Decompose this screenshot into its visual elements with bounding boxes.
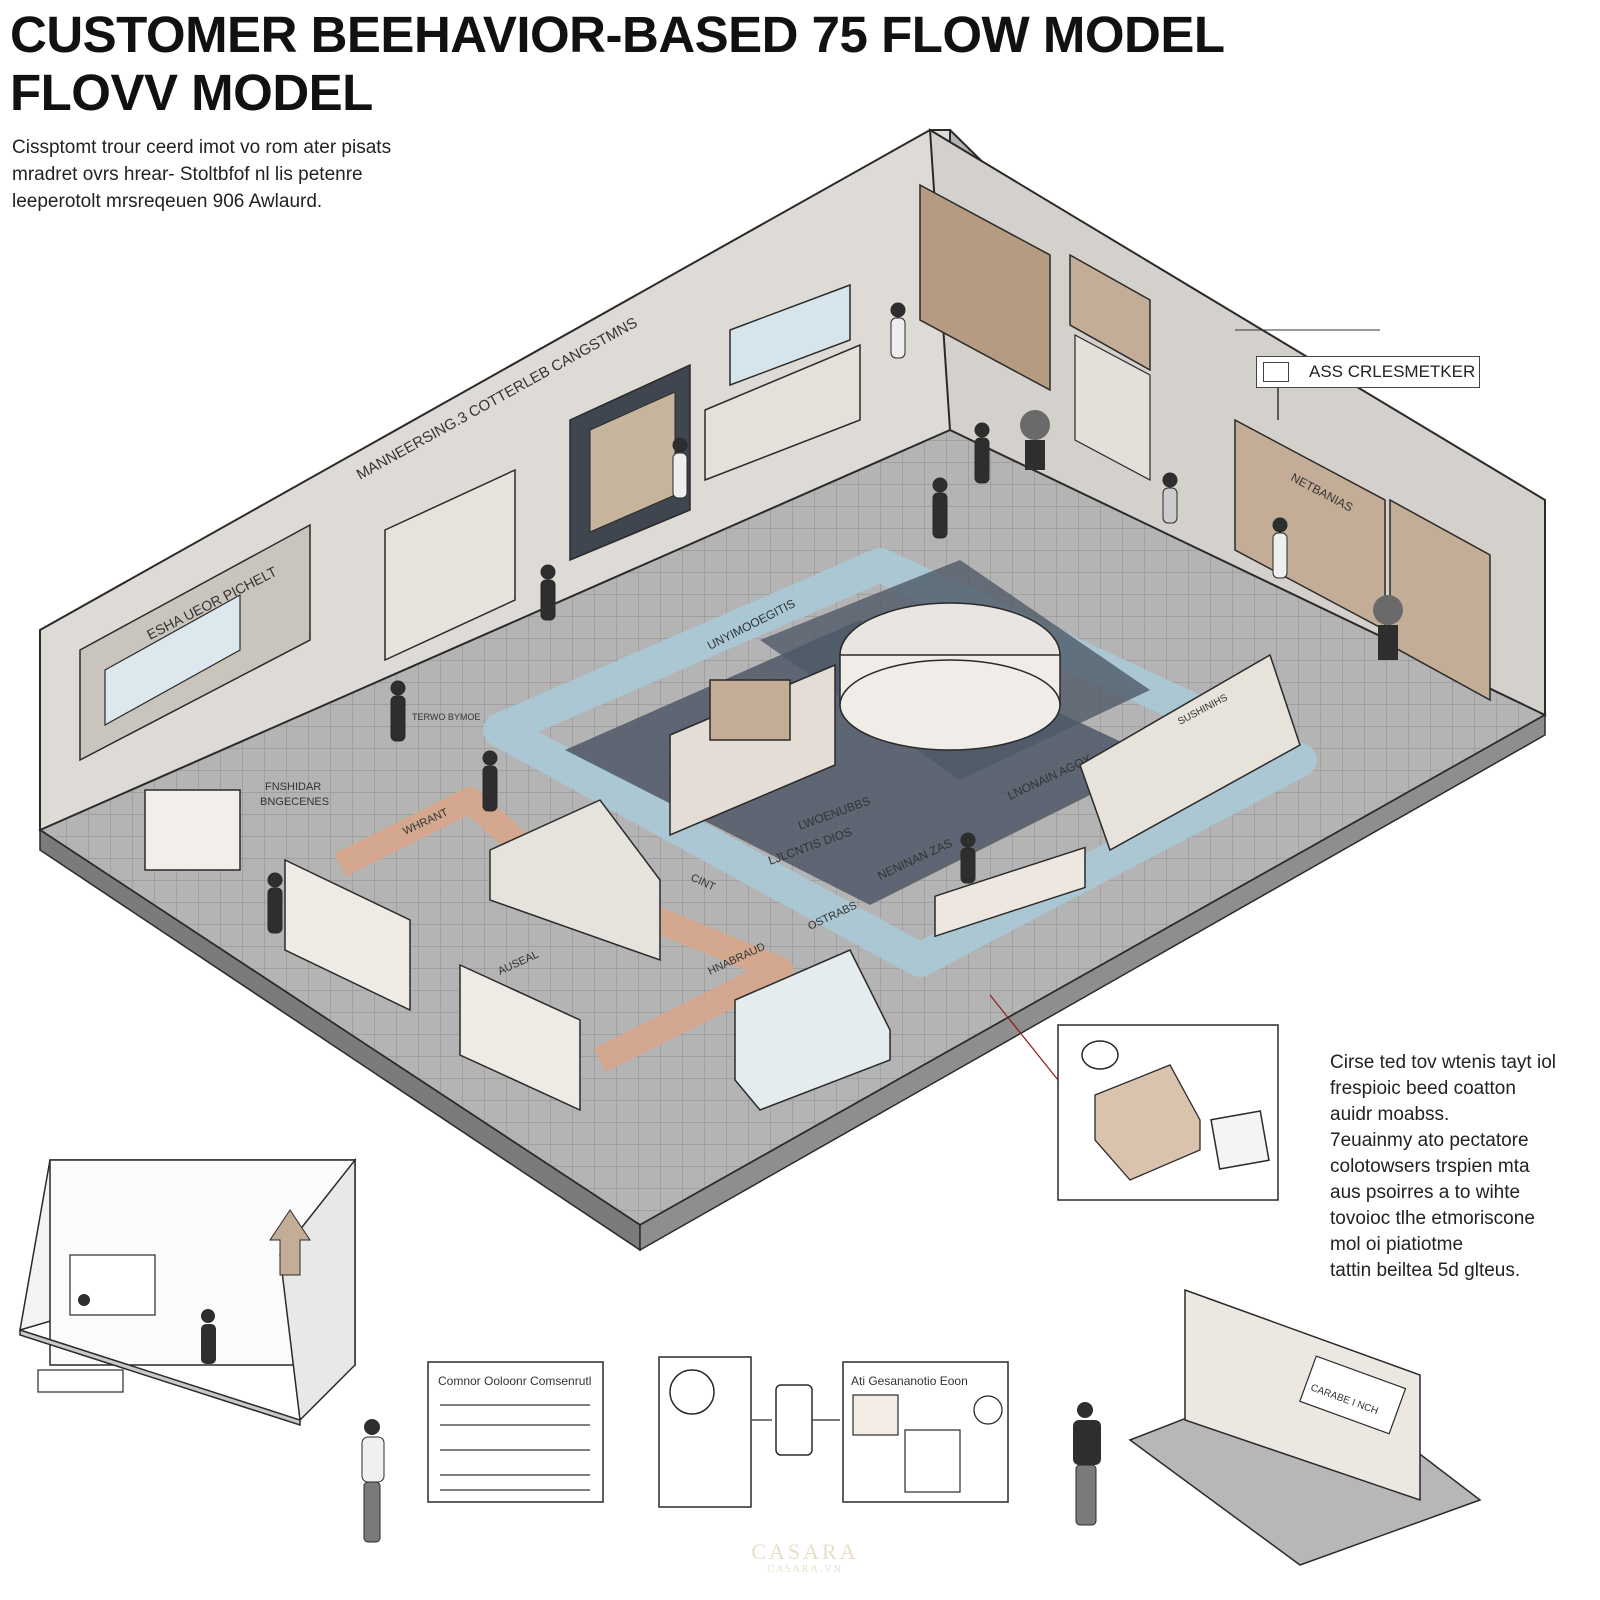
bottom-panel-1 bbox=[427, 1361, 604, 1503]
right-table bbox=[934, 846, 1086, 938]
side-note-line-9: tattin beiltea 5d glteus. bbox=[1330, 1260, 1521, 1281]
panel-2-icon-box bbox=[852, 1394, 899, 1436]
right-wall-shelf-1 bbox=[919, 183, 1051, 392]
callout-icon bbox=[1263, 362, 1289, 382]
back-screen bbox=[729, 283, 851, 387]
right-display-board bbox=[1079, 653, 1301, 852]
right-wall-door bbox=[1074, 334, 1151, 481]
annotation-left: FNSHIDAR bbox=[265, 781, 321, 793]
mini-room-person-1-body bbox=[201, 1324, 216, 1364]
annotation-left-2: BNGECENES bbox=[260, 796, 329, 808]
customer-figures bbox=[267, 302, 1288, 934]
central-monitor bbox=[709, 679, 791, 741]
front-display-counter bbox=[489, 799, 661, 962]
plant-pot-2 bbox=[1378, 625, 1398, 660]
back-cabinet-1 bbox=[384, 468, 516, 662]
phone-icon bbox=[775, 1384, 813, 1456]
walking-person-body bbox=[361, 1436, 385, 1483]
intro-paragraph: Cissptomt trour ceerd imot vo rom ater p… bbox=[12, 134, 492, 215]
inset-leader bbox=[989, 994, 1059, 1081]
title-line-1: CUSTOMER BEEHAVIOR-BASED 75 FLOW MODEL bbox=[10, 6, 1225, 63]
watermark-sub: CASARA.VN bbox=[767, 1564, 843, 1575]
bottom-panel-2-title: Ati Gesananotio Eoon bbox=[851, 1374, 968, 1388]
side-note-line-3: auidr moabss. bbox=[1330, 1104, 1450, 1125]
blue-flow-path bbox=[483, 548, 1317, 977]
side-note-line-7: tovoioc tlhe etmoriscone bbox=[1330, 1208, 1535, 1229]
intro-line-3: leeperotolt mrsreqeuen 906 Awlaurd. bbox=[12, 191, 323, 212]
walking-person-head bbox=[364, 1419, 380, 1435]
plant-1 bbox=[1020, 410, 1050, 440]
right-wall-frame bbox=[1069, 253, 1151, 372]
exhibit-person-body bbox=[1073, 1420, 1101, 1465]
side-note-line-1: Cirse ted tov wtenis tayt iol bbox=[1330, 1052, 1556, 1073]
bottom-panel-1-rows bbox=[440, 1404, 590, 1491]
inset-icon bbox=[1081, 1040, 1119, 1070]
annotation-kiosk: TERWO BYMOE bbox=[412, 712, 480, 722]
left-kiosk bbox=[144, 789, 241, 871]
bottom-panel-2a bbox=[658, 1356, 752, 1508]
magnifier-icon bbox=[669, 1369, 715, 1415]
side-note-line-8: mol oi piatiotme bbox=[1330, 1234, 1464, 1255]
front-glass-case bbox=[734, 949, 891, 1111]
front-shelf-mid bbox=[459, 963, 581, 1112]
side-note-line-4: 7euainmy ato pectatore bbox=[1330, 1130, 1529, 1151]
exhibit-person-legs bbox=[1075, 1464, 1097, 1526]
mini-room-base bbox=[19, 1328, 301, 1427]
intro-line-1: Cissptomt trour ceerd imot vo rom ater p… bbox=[12, 137, 392, 158]
watermark-main: CASARA bbox=[751, 1539, 859, 1564]
inset-tablet bbox=[1210, 1110, 1270, 1170]
mini-room-person-2 bbox=[78, 1294, 90, 1306]
page-title: CUSTOMER BEEHAVIOR-BASED 75 FLOW MODEL F… bbox=[10, 6, 1310, 122]
watermark-logo: CASARA CASARA.VN bbox=[740, 1540, 870, 1576]
floor-slab-edge-right bbox=[639, 713, 1546, 1252]
mini-room-side-wall bbox=[279, 1157, 356, 1422]
exhibit-person-head bbox=[1077, 1402, 1093, 1418]
side-note-line-6: aus psoirres a to wihte bbox=[1330, 1182, 1521, 1203]
title-line-2: FLOVV MODEL bbox=[10, 64, 373, 121]
panel-2-device bbox=[904, 1429, 961, 1493]
lightbulb-icon bbox=[973, 1395, 1003, 1425]
inset-device bbox=[1094, 1064, 1201, 1181]
intro-line-2: mradret ovrs hrear- Stoltbfof nl lis pet… bbox=[12, 164, 363, 185]
side-note-line-5: colotowsers trspien mta bbox=[1330, 1156, 1530, 1177]
mini-room-arrow bbox=[269, 1209, 311, 1276]
front-shelf-left bbox=[284, 858, 411, 1012]
left-wall-screen bbox=[104, 593, 241, 727]
side-note-paragraph: Cirse ted tov wtenis tayt iol frespioic … bbox=[1330, 1050, 1595, 1284]
exhibit-sign bbox=[1299, 1355, 1407, 1435]
mini-room-person-1 bbox=[201, 1309, 215, 1323]
back-counter-1 bbox=[704, 343, 861, 482]
side-note-line-2: frespioic beed coatton bbox=[1330, 1078, 1516, 1099]
plant-2 bbox=[1373, 595, 1403, 625]
walking-person-legs bbox=[363, 1481, 381, 1543]
mini-room-screen bbox=[69, 1254, 156, 1316]
bottom-panel-1-title: Comnor Ooloonr Comsenrutl bbox=[438, 1374, 591, 1388]
central-oval-counter-bottom bbox=[839, 659, 1061, 751]
mini-room-counter bbox=[37, 1369, 124, 1393]
plant-pot-1 bbox=[1025, 440, 1045, 470]
callout-label-box: ASS CRLESMETKER bbox=[1256, 356, 1480, 388]
callout-text: ASS CRLESMETKER bbox=[1309, 362, 1476, 381]
